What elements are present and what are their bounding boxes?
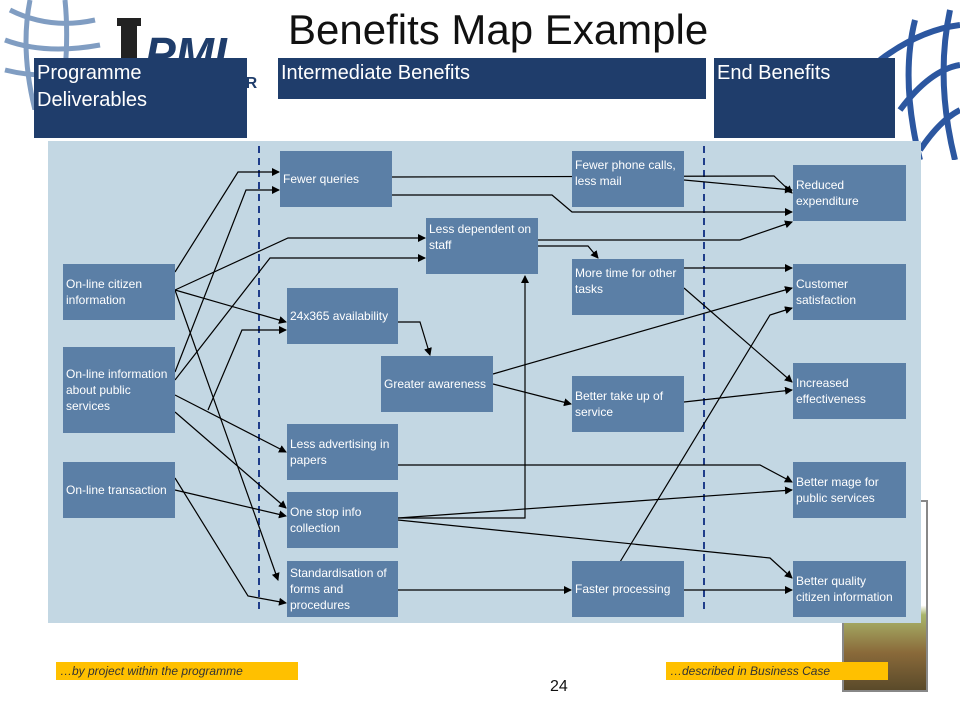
arrow: [397, 519, 793, 579]
box-fewer-phone-calls: Fewer phone calls, less mail: [572, 151, 684, 207]
arrow: [683, 287, 793, 383]
box-more-time: More time for other tasks: [572, 259, 684, 315]
arrow: [174, 254, 426, 381]
header-programme-deliverables: Programme Deliverables: [34, 58, 247, 138]
footer-right-note: …described in Business Case: [666, 662, 888, 680]
box-reduced-expenditure: Reduced expenditure: [793, 165, 906, 221]
box-24x365-availability: 24x365 availability: [287, 288, 398, 344]
arrow: [174, 489, 287, 519]
box-less-dependent-on-staff: Less dependent on staff: [426, 218, 538, 274]
arrow: [398, 464, 793, 483]
box-one-stop-info-collection: One stop info collection: [287, 492, 398, 548]
arrow: [207, 326, 287, 411]
box-online-transaction: On-line transaction: [63, 462, 175, 518]
arrow: [683, 386, 793, 403]
page-number: 24: [550, 678, 568, 695]
box-standardisation: Standardisation of forms and procedures: [287, 561, 398, 617]
box-better-take-up: Better take up of service: [572, 376, 684, 432]
arrow: [174, 411, 287, 509]
box-less-advertising: Less advertising in papers: [287, 424, 398, 480]
arrow: [683, 179, 793, 194]
arrow: [619, 306, 793, 563]
arrow: [174, 186, 280, 373]
header-intermediate-benefits: Intermediate Benefits: [278, 58, 706, 99]
arrow: [392, 194, 793, 216]
footer-left-note: …by project within the programme: [56, 662, 298, 680]
arrow: [174, 289, 280, 581]
arrow: [174, 289, 287, 324]
arrow: [174, 168, 280, 273]
arrow: [492, 286, 793, 375]
arrow: [397, 486, 793, 519]
arrow: [538, 220, 793, 241]
box-faster-processing: Faster processing: [572, 561, 684, 617]
arrow: [538, 245, 599, 259]
box-better-quality-info: Better quality citizen information: [793, 561, 906, 617]
slide-title: Benefits Map Example: [288, 6, 709, 53]
box-fewer-queries: Fewer queries: [280, 151, 392, 207]
arrow: [174, 234, 426, 291]
arrow: [398, 321, 432, 356]
arrow: [492, 383, 572, 407]
box-customer-satisfaction: Customer satisfaction: [793, 264, 906, 320]
box-increased-effectiveness: Increased effectiveness: [793, 363, 906, 419]
header-end-benefits: End Benefits: [714, 58, 895, 138]
arrow: [174, 394, 287, 453]
arrow: [174, 477, 287, 606]
box-online-information-public-services: On-line information about public service…: [63, 347, 175, 433]
arrow: [398, 275, 529, 519]
box-online-citizen-information: On-line citizen information: [63, 264, 175, 320]
box-greater-awareness: Greater awareness: [381, 356, 493, 412]
box-better-image: Better mage for public services: [793, 462, 906, 518]
